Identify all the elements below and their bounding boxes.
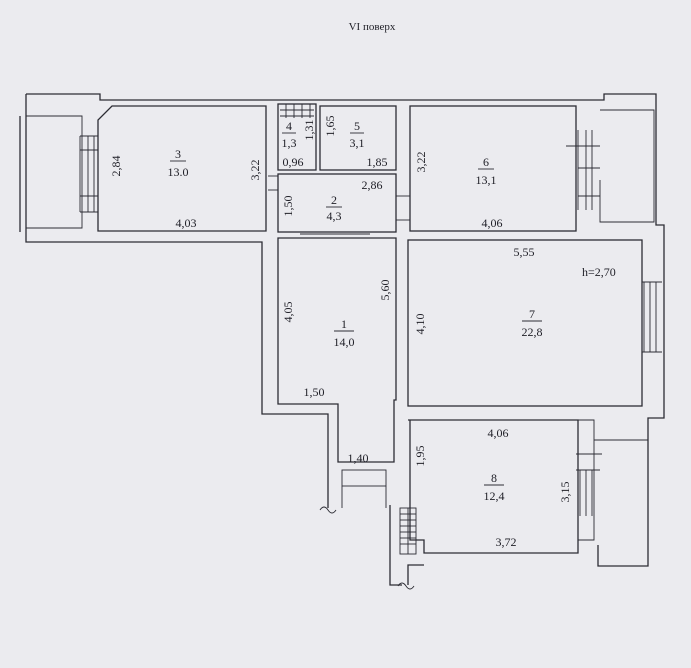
dimension-label: 1,65 [323,116,337,137]
dimension-label: 1,95 [413,446,427,467]
dimension-label: 1,85 [367,155,388,169]
room-3-number: 3 [175,147,181,161]
dimension-label: 1,50 [281,196,295,217]
room-3-area: 13.0 [168,165,189,179]
dimension-label: 2,84 [109,156,123,177]
window-room-7 [642,281,662,353]
dimension-label: 4,05 [281,302,295,323]
room-8-outline [408,419,579,554]
room-1-area: 14,0 [334,335,355,349]
room-6-number: 6 [483,155,489,169]
dimension-label: 5,55 [514,245,535,259]
room-5-area: 3,1 [350,136,365,150]
dimension-label: 4,06 [482,216,503,230]
dimension-label: 4,10 [413,314,427,335]
dimension-label: 3,72 [496,535,517,549]
dimension-label: 2,86 [362,178,383,192]
dimension-label: 1,31 [302,120,316,141]
room-6-outline [409,105,577,232]
room-7-number: 7 [529,307,535,321]
room-5-outline [319,105,397,171]
room-6-area: 13,1 [476,173,497,187]
room-outlines [97,103,643,554]
room-7-outline [407,239,643,407]
dimension-label: 4,03 [176,216,197,230]
window-room-8 [576,453,602,516]
room-7-area: 22,8 [522,325,543,339]
floor-title: VI поверх [349,21,396,33]
room-labels: 3 13.0 4 1,3 5 3,1 2 4,3 6 13,1 1 14,0 7… [168,119,616,503]
room-5-number: 5 [354,119,360,133]
room-2-area: 4,3 [327,209,342,223]
outer-walls [19,93,665,586]
room-1-outline [277,237,397,463]
dimension-label: 4,06 [488,426,509,440]
window-room-3 [79,135,98,213]
room-4-number: 4 [286,119,292,133]
room-1-number: 1 [341,317,347,331]
dimension-label: 0,96 [283,155,304,169]
radiator-grid [399,507,417,555]
ceiling-height-label: h=2,70 [582,265,616,279]
room-4-outline [277,103,317,171]
partitions [26,104,655,590]
room-8-number: 8 [491,471,497,485]
window-room-6 [566,130,600,210]
room-3-outline [97,105,267,232]
room-2-number: 2 [331,193,337,207]
dimension-label: 5,60 [378,280,392,301]
dimension-label: 3,22 [248,160,262,181]
windows [79,130,662,555]
room-2-outline [277,173,397,233]
dimension-label: 1,50 [304,385,325,399]
dimension-label: 1,40 [348,451,369,465]
dimension-label: 3,15 [558,482,572,503]
room-8-area: 12,4 [484,489,505,503]
dimension-labels: 2,84 3,22 4,03 1,31 0,96 1,65 1,85 1,50 … [109,116,572,550]
dimension-label: 3,22 [414,152,428,173]
room-4-area: 1,3 [282,136,297,150]
